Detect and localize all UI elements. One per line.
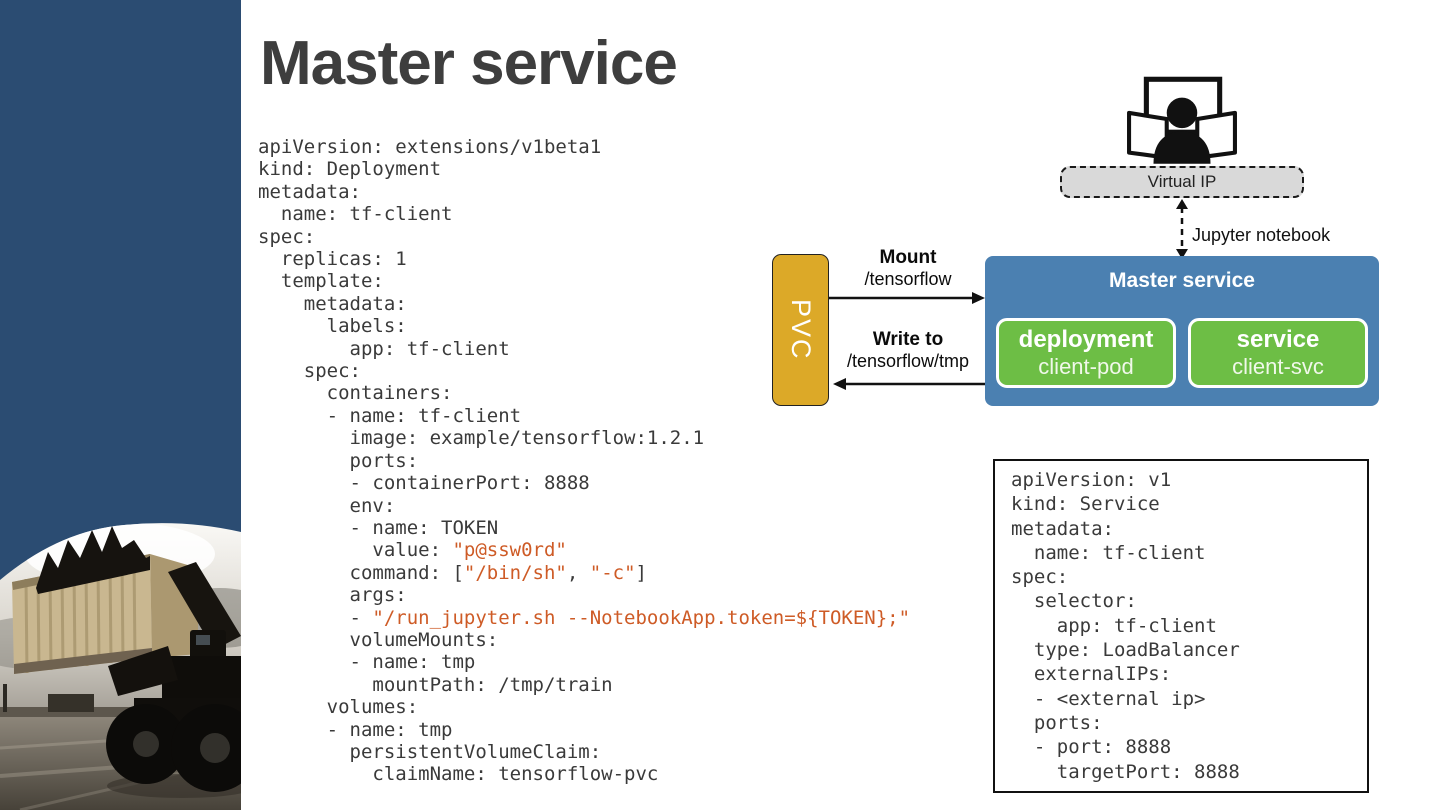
pvc-label: PVC	[786, 299, 816, 361]
container-crane-photo	[0, 518, 241, 810]
write-to-label: Write to /tensorflow/tmp	[829, 329, 987, 372]
sidebar-strip	[0, 0, 241, 810]
service-box-title: service	[1236, 326, 1320, 353]
write-to-arrow	[833, 378, 987, 390]
virtual-ip-box: Virtual IP	[1060, 166, 1304, 198]
virtual-ip-label: Virtual IP	[1147, 172, 1217, 191]
jupyter-connection-arrow	[1176, 199, 1188, 259]
slide-title: Master service	[260, 29, 678, 98]
deployment-box: deployment client-pod	[996, 318, 1176, 388]
service-box: service client-svc	[1188, 318, 1368, 388]
master-service-title: Master service	[1109, 269, 1255, 292]
service-box-subtitle: client-svc	[1232, 354, 1324, 379]
write-to-label-title: Write to	[872, 329, 944, 350]
write-to-label-path: /tensorflow/tmp	[846, 351, 970, 371]
mount-label-title: Mount	[879, 247, 937, 268]
deployment-box-title: deployment	[1018, 326, 1154, 353]
mount-label-path: /tensorflow	[864, 269, 952, 289]
user-workstation-icon	[1126, 76, 1238, 164]
master-service-box: Master service deployment client-pod ser…	[985, 256, 1379, 406]
jupyter-notebook-label: Jupyter notebook	[1192, 225, 1331, 245]
pvc-box: PVC	[772, 254, 829, 406]
mount-label: Mount /tensorflow	[829, 247, 987, 290]
mount-arrow	[829, 292, 985, 304]
container-crane-illustration	[0, 523, 241, 810]
deployment-box-subtitle: client-pod	[1038, 354, 1134, 379]
